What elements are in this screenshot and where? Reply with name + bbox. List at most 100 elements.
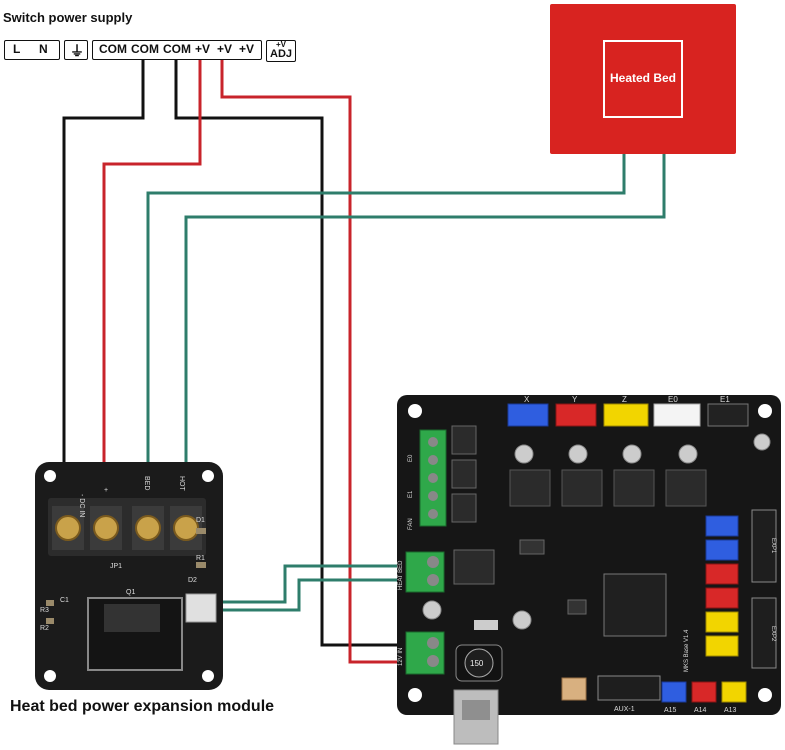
ground-terminal: ⏚	[64, 40, 88, 60]
board-name-label: MKS Base V1.4	[684, 629, 690, 672]
connector-endstop	[705, 563, 739, 585]
connector-endstop	[705, 635, 739, 657]
smd-component	[196, 562, 206, 568]
mosfet	[451, 459, 477, 489]
adj-top-label: +V	[276, 40, 287, 49]
terminal-com-1: COM	[99, 42, 127, 56]
mosfet	[451, 425, 477, 455]
terminal-v-2: +V	[217, 42, 233, 56]
module-label-plus: +	[104, 487, 108, 494]
driver-chip	[665, 469, 707, 507]
module-label-q1: Q1	[126, 589, 135, 596]
side-label-e0: E0	[408, 454, 414, 462]
mount-hole	[758, 688, 772, 702]
heatbed-terminal	[405, 551, 445, 593]
connector-e0	[653, 403, 701, 427]
mks-board: X Y Z E0 E1	[397, 395, 781, 745]
module-label-d2: D2	[188, 577, 197, 584]
signal-connector	[185, 593, 217, 623]
screw-terminal-block	[48, 498, 206, 556]
driver-chip	[561, 469, 603, 507]
terminal-n: N	[39, 42, 48, 56]
reset-button	[561, 677, 587, 701]
module-label-jp1: JP1	[110, 563, 122, 570]
module-label-r1: R1	[196, 555, 205, 562]
connector-x	[507, 403, 549, 427]
mount-hole	[408, 404, 422, 418]
label-z: Z	[622, 395, 627, 404]
dc-output-terminal: COM COM COM +V +V +V	[92, 40, 262, 60]
terminal-v-3: +V	[239, 42, 255, 56]
side-label-fan: FAN	[408, 518, 414, 530]
capacitor	[678, 444, 698, 464]
module-label-hot: HOT	[178, 476, 185, 492]
wire-green-board-to-module-1	[215, 564, 408, 604]
terminal-screw	[428, 455, 438, 465]
smd-component	[46, 600, 54, 606]
mount-hole	[44, 470, 56, 482]
terminal-screw	[427, 655, 439, 667]
inductor-label: 150	[470, 659, 484, 668]
exp1-label: EXP1	[770, 538, 776, 554]
connector-endstop	[705, 515, 739, 537]
label-a14: A14	[694, 707, 707, 714]
screw	[173, 515, 199, 541]
capacitor	[422, 600, 442, 620]
wire-green-bed-to-module-2	[184, 154, 666, 520]
screw	[93, 515, 119, 541]
screw	[135, 515, 161, 541]
power-in-terminal	[405, 631, 445, 675]
wire-red-v-to-board	[220, 60, 408, 664]
aux-label: AUX-1	[614, 706, 635, 713]
mcu-chip	[603, 573, 667, 637]
terminal-l: L	[13, 42, 21, 56]
heated-bed-frame	[603, 40, 683, 118]
smd-component	[196, 528, 206, 534]
wire-black-com-to-module	[62, 60, 145, 520]
usb-port	[462, 700, 490, 720]
capacitor	[514, 444, 534, 464]
exp2-label: EXP2	[770, 626, 776, 642]
connector-a14	[691, 681, 717, 703]
module-label-dcin: - DC IN	[78, 494, 85, 517]
label-y: Y	[572, 395, 578, 404]
capacitor	[622, 444, 642, 464]
terminal-screw	[428, 491, 438, 501]
screw	[55, 515, 81, 541]
smd-chip	[567, 599, 587, 615]
exp1-header	[751, 509, 777, 583]
connector-z	[603, 403, 649, 427]
connector-a13	[721, 681, 747, 703]
adj-label: ADJ	[270, 48, 293, 60]
module-label-c1: C1	[60, 597, 69, 604]
smd-component	[46, 618, 54, 624]
mount-hole	[202, 470, 214, 482]
capacitor	[753, 433, 771, 451]
mount-hole	[44, 670, 56, 682]
label-a15: A15	[664, 707, 677, 714]
mosfet	[451, 493, 477, 523]
fuse	[474, 620, 498, 630]
side-label-12vin: 12V IN	[398, 648, 404, 666]
mount-hole	[758, 404, 772, 418]
connector-endstop	[705, 611, 739, 633]
terminal-com-2: COM	[131, 42, 159, 56]
terminal-screw	[427, 637, 439, 649]
module-label-bed: BED	[143, 476, 150, 490]
side-label-e1: E1	[408, 490, 414, 498]
module-caption: Heat bed power expansion module	[10, 698, 275, 715]
heated-bed-label: Heated Bed	[609, 71, 677, 85]
module-label-d1: D1	[196, 517, 205, 524]
terminal-screw	[427, 574, 439, 586]
connector-endstop	[705, 587, 739, 609]
heated-bed	[550, 4, 736, 154]
expansion-module: - DC IN + BED HOT JP1 D1 D2 R1 R2 R3 Q1 …	[35, 462, 223, 690]
connector-a15	[661, 681, 687, 703]
ac-input-terminal: L N	[4, 40, 60, 60]
connector-y	[555, 403, 597, 427]
terminal-screw	[428, 473, 438, 483]
connector-e1	[707, 403, 749, 427]
exp2-header	[751, 597, 777, 669]
power-supply-title: Switch power supply	[3, 10, 133, 25]
